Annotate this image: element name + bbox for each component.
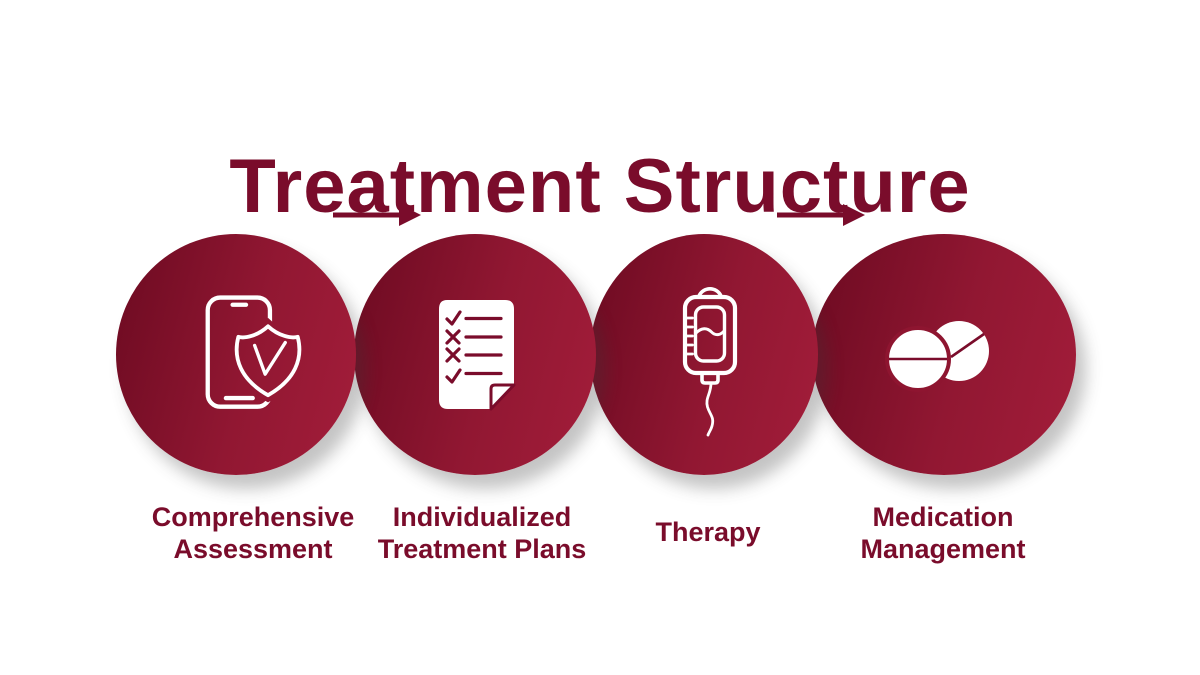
checklist-document-icon: [439, 300, 516, 411]
step-label-individualized-treatment-plans: Individualized Treatment Plans: [357, 501, 607, 565]
step-circle-therapy: [590, 234, 818, 475]
step-label-comprehensive-assessment: Comprehensive Assessment: [128, 501, 378, 565]
step-label-medication-management: Medication Management: [818, 501, 1068, 565]
step-label-line: Management: [860, 534, 1026, 564]
step-label-line: Individualized: [392, 502, 572, 532]
step-label-line: Treatment Plans: [377, 534, 587, 564]
iv-drip-bag-icon: [682, 287, 738, 437]
phone-shield-check-icon: [205, 295, 302, 409]
step-label-therapy: Therapy: [583, 516, 833, 548]
arrow-right-icon: [333, 204, 421, 226]
step-label-line: Comprehensive: [151, 502, 355, 532]
arrow-right-icon: [777, 204, 865, 226]
page-title: Treatment Structure: [229, 143, 971, 229]
step-label-line: Medication: [872, 502, 1014, 532]
pills-icon: [885, 321, 989, 392]
step-label-line: Assessment: [173, 534, 333, 564]
step-label-line: Therapy: [655, 517, 761, 547]
